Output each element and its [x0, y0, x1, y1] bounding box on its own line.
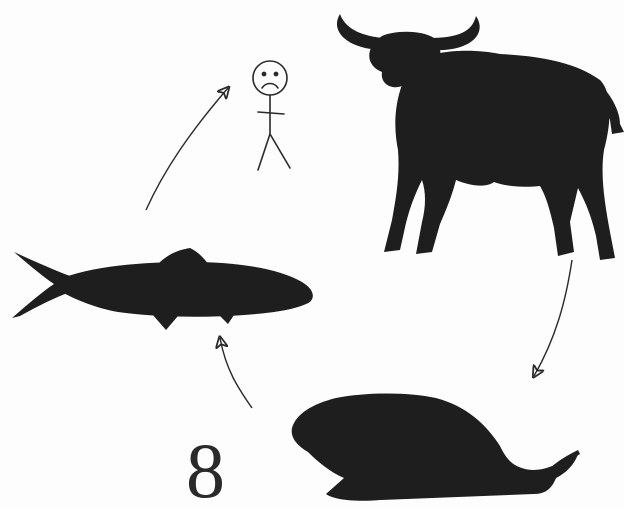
arrow-snail-to-fish — [220, 338, 252, 408]
fish-icon — [12, 248, 313, 330]
arrow-buffalo-to-snail — [534, 260, 572, 376]
sad-stick-figure-icon — [253, 61, 290, 170]
buffalo-icon — [337, 14, 624, 260]
arrow-fish-to-human — [146, 88, 228, 210]
figure-number: 8 — [186, 432, 225, 510]
snail-icon — [292, 394, 580, 501]
